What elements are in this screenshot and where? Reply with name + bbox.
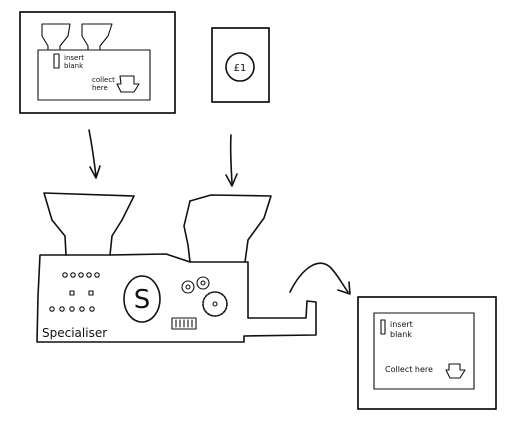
insert-blank-label: insert blank [64,54,86,70]
collect-here-line1: collect [92,76,115,84]
hopper-left [43,192,135,256]
hopper-right [189,194,272,263]
arrowhead-output [337,281,351,295]
arrowhead-right [225,173,238,187]
machine-name-label: Specialiser [42,326,107,340]
collect-here-line2: here [92,84,108,92]
gears-icon [181,276,228,317]
output-insert-blank-line1: insert [390,320,413,329]
coin-box: £1 [211,27,270,103]
button-grid [49,272,100,312]
arrowhead-left [89,165,101,179]
specialiser-machine: S Specialiser [36,192,317,343]
small-machine-drawing [37,23,151,101]
arrow-down-left [88,129,97,177]
output-insert-blank-label: insert blank [390,320,415,339]
machine-body [36,200,317,343]
output-machine-body [373,312,475,390]
output-machine-box: insert blank Collect here [357,296,497,410]
arrow-curved-output [289,262,349,293]
insert-blank-line1: insert [64,54,84,62]
output-insert-blank-line2: blank [390,330,412,339]
insert-blank-line2: blank [64,62,84,70]
vent-grille [171,317,197,330]
input-machine-box: insert blank collect here [19,11,176,114]
coin-label: £1 [234,63,247,74]
collect-tray-icon [445,363,466,379]
collect-here-label: collect here [92,76,117,92]
output-collect-here-label: Collect here [385,365,433,374]
arrow-down-right [229,134,233,184]
logo-badge: S [123,275,161,323]
coin-icon [225,52,255,82]
logo-letter: S [134,285,151,315]
